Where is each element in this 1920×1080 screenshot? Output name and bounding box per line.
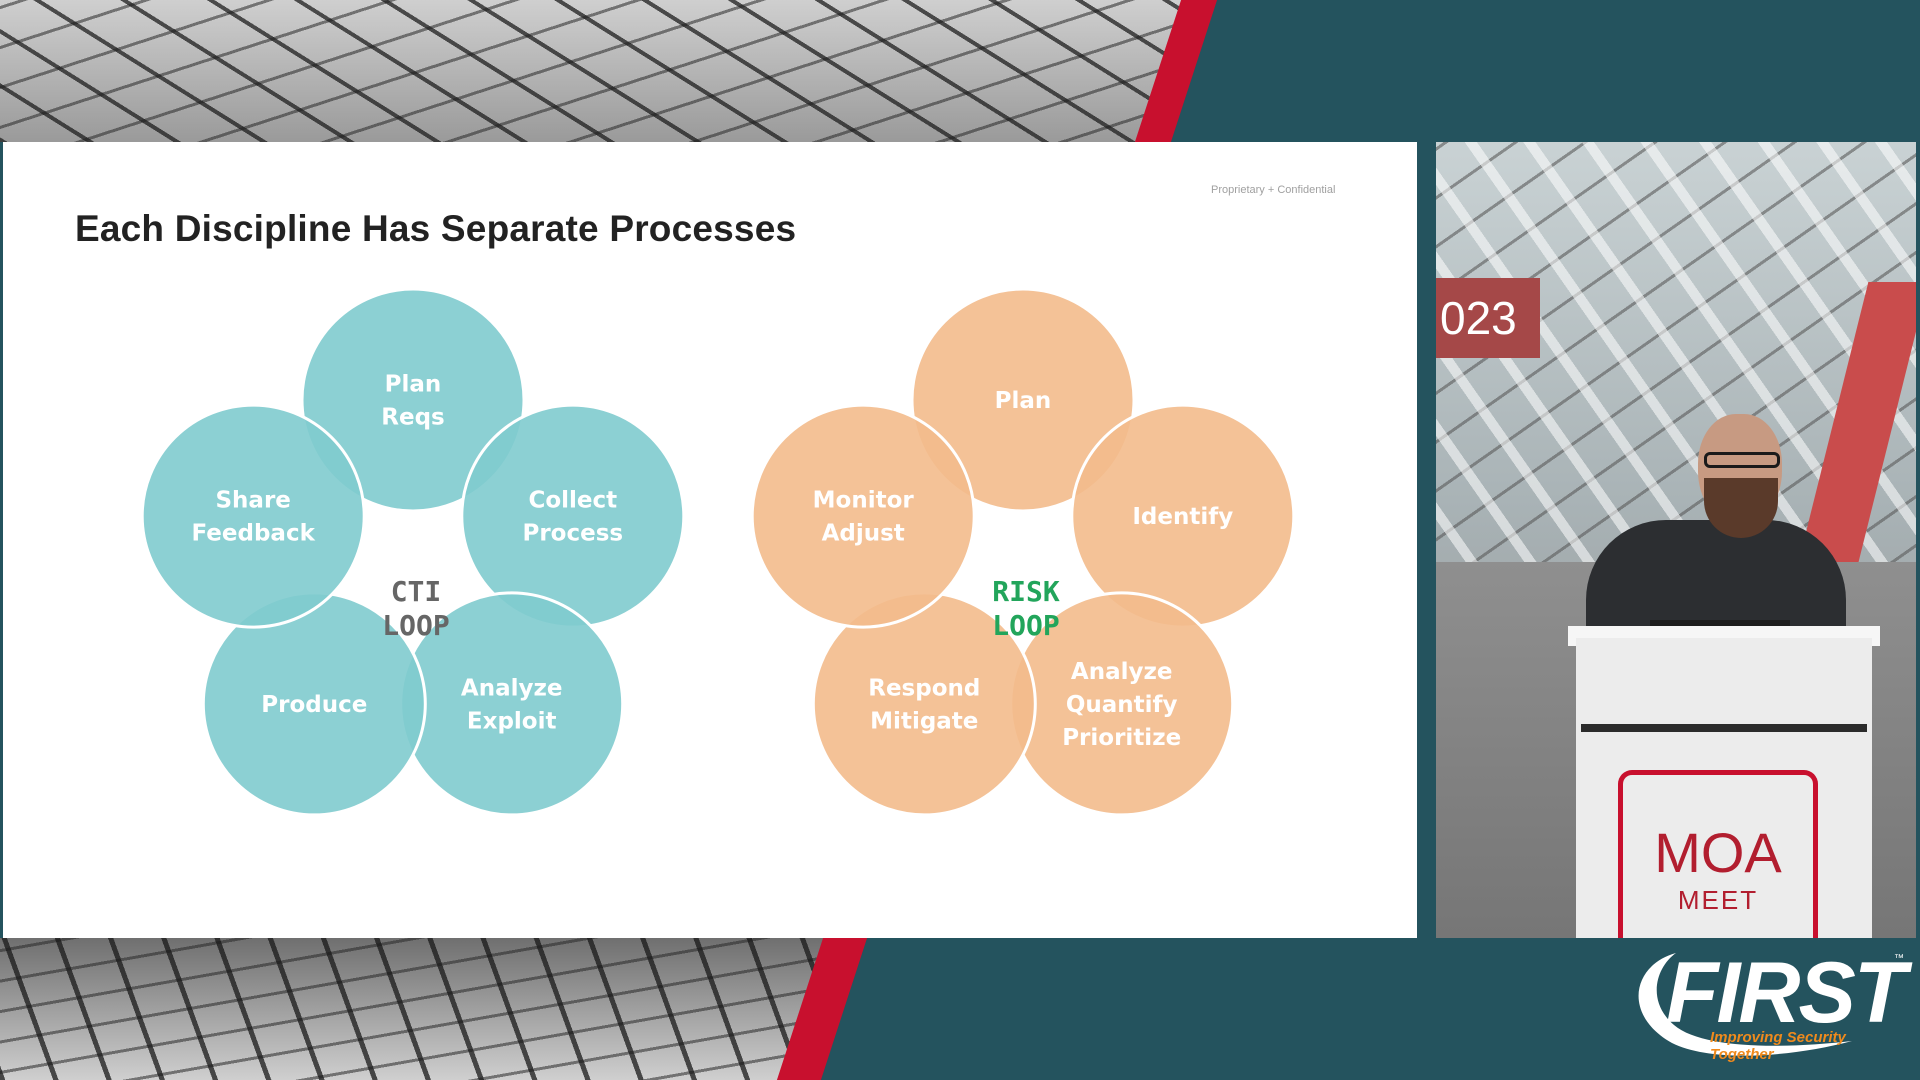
podium-sign-line1: MOA: [1654, 821, 1782, 884]
logo-wordmark: FIRST: [1666, 945, 1906, 1041]
loop-2-center-label: RISK: [992, 575, 1060, 608]
logo-swoosh-icon: [1638, 953, 1852, 1056]
loop-1-circle-1-label: Plan: [385, 372, 442, 398]
background-photo-top: [0, 0, 1190, 142]
loop-1-circle-4-label: Produce: [261, 692, 367, 718]
loop-1-circle-2-label: Process: [522, 521, 623, 547]
loop-1-circle-1-label: Reqs: [381, 405, 444, 431]
loop-1-circle-5-label: Share: [215, 488, 290, 514]
loop-1-circle-5-label: Feedback: [192, 521, 316, 547]
loop-2-circle-4-label: Respond: [868, 675, 980, 701]
loop-2-center-label: LOOP: [992, 609, 1059, 642]
loop-1-center-label: LOOP: [382, 609, 449, 642]
loop-1-circle-5: [140, 403, 366, 629]
confidential-notice: Proprietary + Confidential: [1211, 184, 1336, 196]
loop-1-circle-2-label: Collect: [528, 488, 617, 514]
speaker-video: 023 MOA MEET: [1436, 142, 1916, 938]
loop-2-circle-2-label: Identify: [1132, 504, 1233, 530]
podium-sign-line2: MEET: [1677, 885, 1759, 915]
loop-2-circle-1: [910, 287, 1136, 513]
loop-2-circle-3-label: Quantify: [1066, 692, 1178, 718]
first-logo: FIRST ™ Improving Security Together: [1612, 945, 1912, 1065]
loop-2-circle-5-label: Adjust: [822, 521, 905, 547]
logo-trademark: ™: [1894, 953, 1904, 964]
year-sign: 023: [1436, 278, 1540, 358]
loop-1-circle-3-label: Analyze: [461, 675, 563, 701]
loop-2-circle-3-label: Prioritize: [1062, 725, 1181, 751]
loop-1-circle-3-label: Exploit: [467, 708, 557, 734]
loop-2-circle-1-label: Plan: [995, 388, 1052, 414]
background-photo-bottom: [0, 938, 830, 1080]
loop-2-circle-3-label: Analyze: [1071, 659, 1173, 685]
logo-tagline: Improving Security Together: [1710, 1029, 1846, 1063]
speaker-glasses: [1704, 452, 1780, 468]
slide-title: Each Discipline Has Separate Processes: [75, 208, 797, 249]
presentation-slide: Each Discipline Has Separate Processes P…: [3, 142, 1417, 938]
loop-1-center-label: CTI: [391, 575, 442, 608]
loop-2-circle-5: [750, 403, 976, 629]
loop-2-circle-5-label: Monitor: [813, 488, 915, 514]
podium-stripe: [1581, 724, 1867, 732]
podium: [1576, 638, 1872, 938]
loop-1-circle-1: [300, 287, 526, 513]
loop-2-circle-4-label: Mitigate: [870, 708, 978, 734]
podium-sign: MOA MEET: [1618, 770, 1818, 938]
speaker-beard: [1704, 478, 1778, 538]
